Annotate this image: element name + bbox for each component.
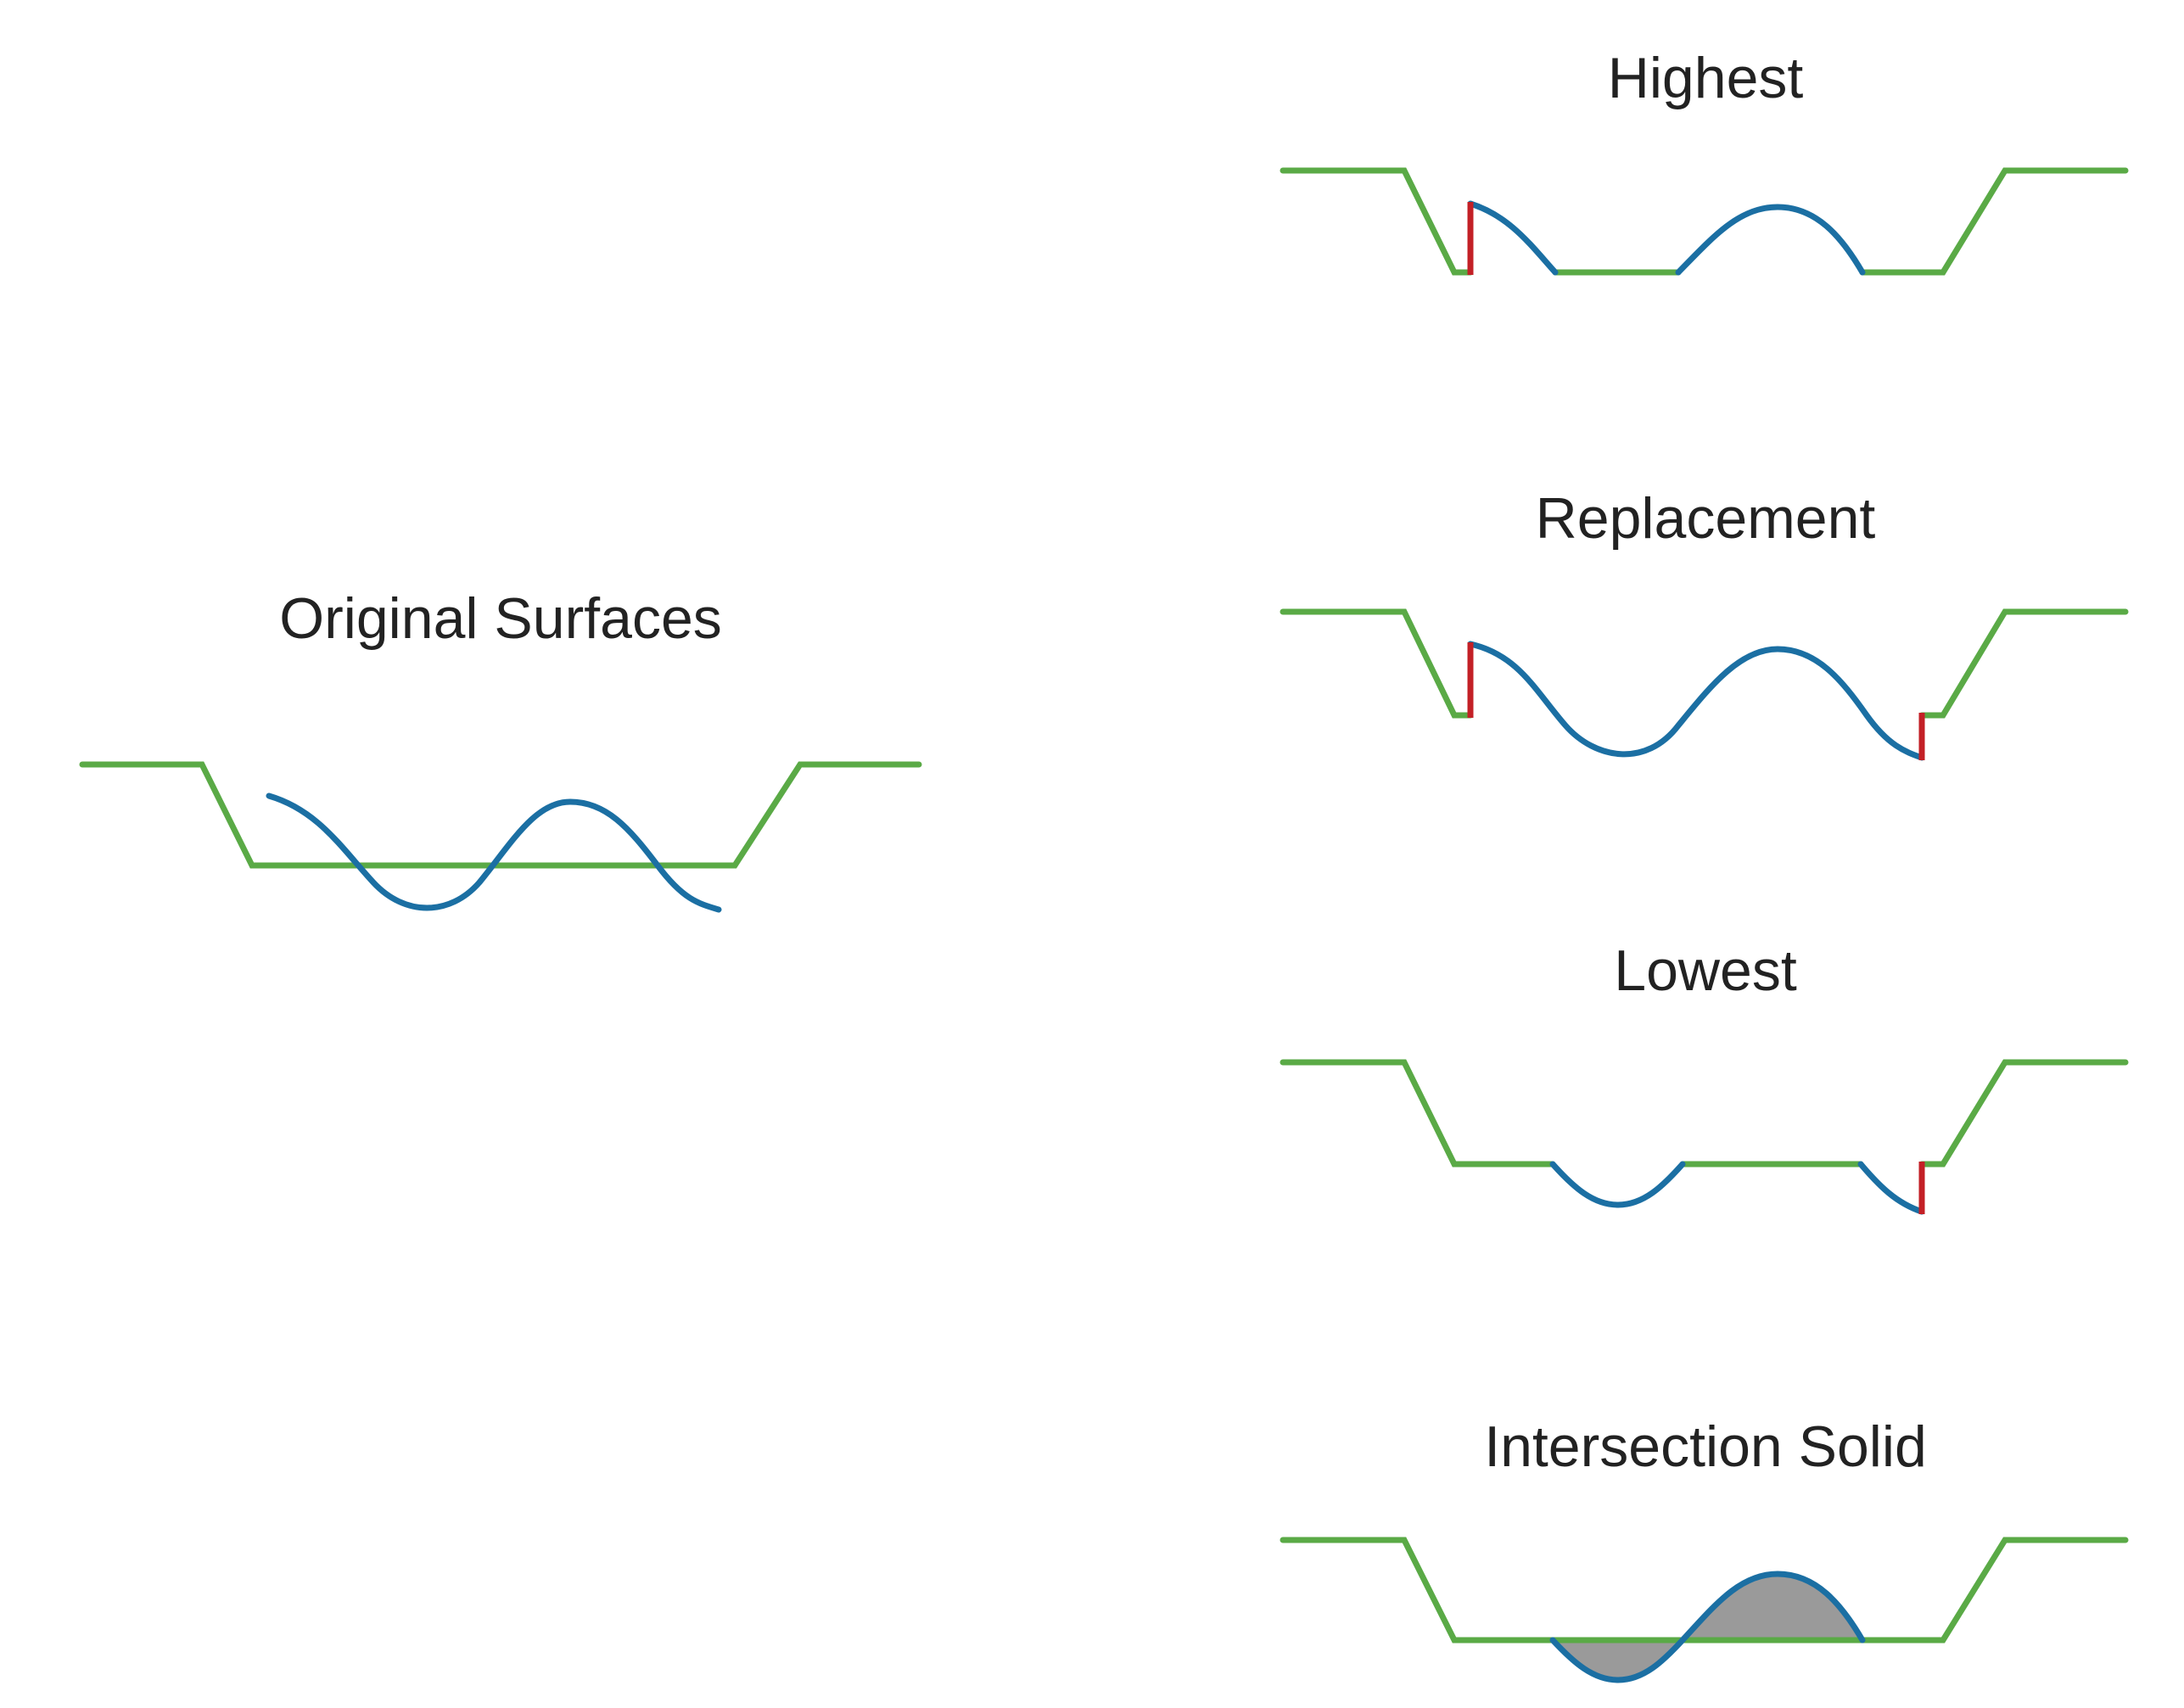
green-surface-lowest xyxy=(1280,1059,2129,1168)
title-highest: Highest xyxy=(1608,46,1804,110)
panel-highest: Highest xyxy=(1280,46,2129,276)
panel-intersection-solid: Intersection Solid xyxy=(1280,1414,2129,1683)
green-surface-intersection xyxy=(1280,1537,2129,1644)
green-surface-replacement xyxy=(1280,608,2129,719)
blue-surface-intersection xyxy=(1549,1571,1866,1683)
title-replacement: Replacement xyxy=(1536,486,1876,551)
intersection-fill-left xyxy=(1553,1640,1683,1680)
green-surface-highest xyxy=(1280,167,2129,276)
panel-replacement: Replacement xyxy=(1280,486,2129,761)
blue-surface-original xyxy=(266,792,722,913)
title-lowest: Lowest xyxy=(1614,938,1797,1003)
blue-surface-highest xyxy=(1467,200,1866,276)
title-original-surfaces: Original Surfaces xyxy=(279,586,722,651)
panel-lowest: Lowest xyxy=(1280,938,2129,1215)
intersection-fill-right xyxy=(1683,1574,1862,1640)
green-surface-original xyxy=(79,761,922,869)
blue-surface-lowest xyxy=(1549,1161,1925,1215)
panel-original-surfaces: Original Surfaces xyxy=(79,586,922,913)
blue-surface-replacement xyxy=(1467,641,1925,761)
title-intersection-solid: Intersection Solid xyxy=(1484,1414,1927,1479)
